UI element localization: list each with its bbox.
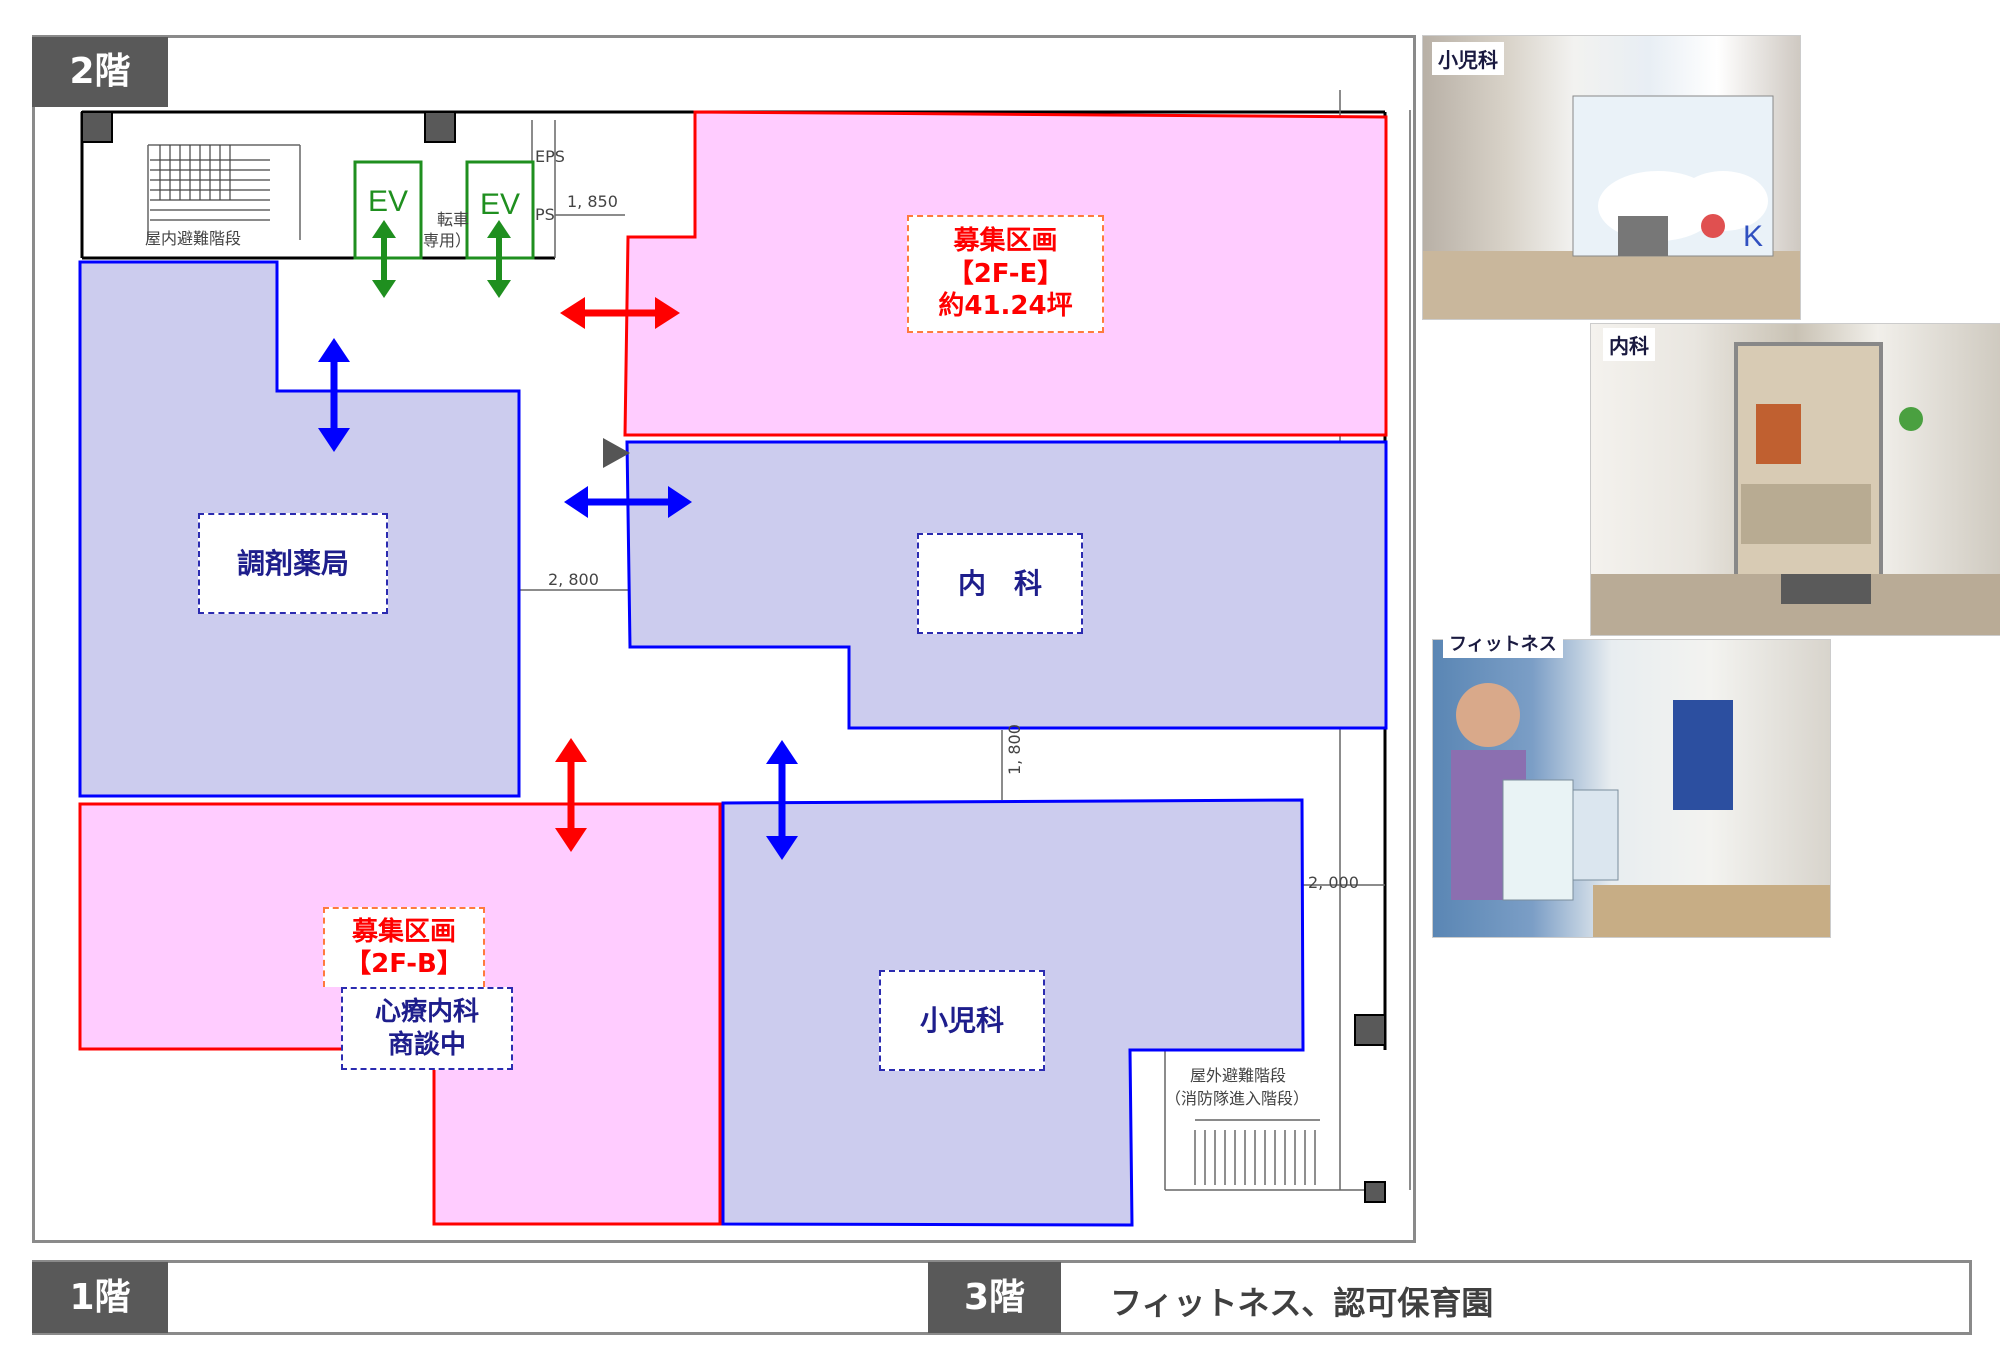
- internal-medicine-photo: [1590, 323, 2000, 636]
- fire-entry-label: （消防隊進入階段）: [1165, 1089, 1309, 1108]
- arrow-down-icon: [487, 280, 511, 298]
- arrow-up-icon: [766, 740, 798, 764]
- fitness-photo: [1432, 639, 1831, 938]
- pediatrics-photo-caption: 小児科: [1432, 42, 1504, 75]
- column: [424, 111, 456, 143]
- pediatrics-photo: K: [1422, 35, 1801, 320]
- psychosomatic-status: 商談中: [387, 1029, 466, 1060]
- dimension-label: 1, 850: [567, 192, 618, 211]
- elevator-label: EV: [480, 188, 520, 221]
- recruit-b-code: 【2F-B】: [345, 949, 463, 979]
- bicycle-paren-label: 専用）: [423, 231, 471, 250]
- recruit-b-label: 募集区画 【2F-B】: [323, 907, 485, 987]
- pharmacy-name: 調剤薬局: [236, 547, 349, 580]
- arrow-up-icon: [555, 738, 587, 762]
- dimension-label: 2, 800: [548, 570, 599, 589]
- pediatrics-label: 小児科: [879, 970, 1045, 1071]
- bicycle-label: 転車: [437, 210, 469, 229]
- floor-2-tag: 2階: [32, 37, 168, 107]
- arrow-down-icon: [318, 428, 350, 452]
- dimension-label: 1, 800: [1005, 724, 1024, 775]
- recruit-e-title: 募集区画: [953, 226, 1058, 257]
- outdoor-stairs-label: 屋外避難階段: [1190, 1066, 1286, 1085]
- arrow-left-icon: [564, 486, 588, 518]
- arrow-up-icon: [487, 220, 511, 238]
- indoor-stairs-label: 屋内避難階段: [145, 229, 241, 248]
- elevator-label: EV: [368, 185, 408, 218]
- internal-medicine-photo-art: [1591, 342, 2000, 635]
- internal-medicine-photo-caption: 内科: [1603, 328, 1655, 361]
- floor-3-description: フィットネス、認可保育園: [1110, 1284, 1494, 1322]
- entrance-marker: [603, 438, 630, 468]
- arrow-right-icon: [655, 297, 680, 329]
- dimension-label: 2, 000: [1308, 873, 1359, 892]
- arrow-left-icon: [560, 297, 585, 329]
- eps-label: EPS: [535, 147, 565, 166]
- arrow-down-icon: [766, 836, 798, 860]
- floor-1-tag: 1階: [32, 1262, 168, 1333]
- fitness-photo-art: [1451, 683, 1830, 937]
- pediatrics-name: 小児科: [919, 1004, 1004, 1037]
- recruit-e-size: 約41.24坪: [938, 291, 1073, 322]
- recruit-b-title: 募集区画: [351, 916, 456, 947]
- column: [1364, 1181, 1386, 1203]
- arrow-down-icon: [372, 280, 396, 298]
- svg-text:K: K: [1743, 220, 1763, 253]
- internal-medicine-name: 内 科: [957, 567, 1042, 600]
- fitness-photo-caption: フィットネス: [1443, 628, 1563, 658]
- column: [1354, 1014, 1386, 1046]
- ps-label: PS: [535, 205, 555, 224]
- recruit-e-label: 募集区画 【2F-E】 約41.24坪: [907, 215, 1104, 333]
- psychosomatic-name: 心療内科: [374, 997, 479, 1027]
- recruit-e-code: 【2F-E】: [947, 258, 1064, 289]
- pharmacy-label: 調剤薬局: [198, 513, 388, 614]
- floor-3-tag: 3階: [928, 1262, 1061, 1333]
- column: [81, 111, 113, 143]
- arrow-right-icon: [668, 486, 692, 518]
- arrow-down-icon: [555, 828, 587, 852]
- pediatrics-photo-art: K: [1423, 95, 1800, 319]
- arrow-up-icon: [318, 338, 350, 362]
- arrow-up-icon: [372, 220, 396, 238]
- elevator-box: [353, 160, 423, 260]
- psychosomatic-label: 心療内科 商談中: [341, 987, 513, 1070]
- internal-medicine-label: 内 科: [917, 533, 1083, 634]
